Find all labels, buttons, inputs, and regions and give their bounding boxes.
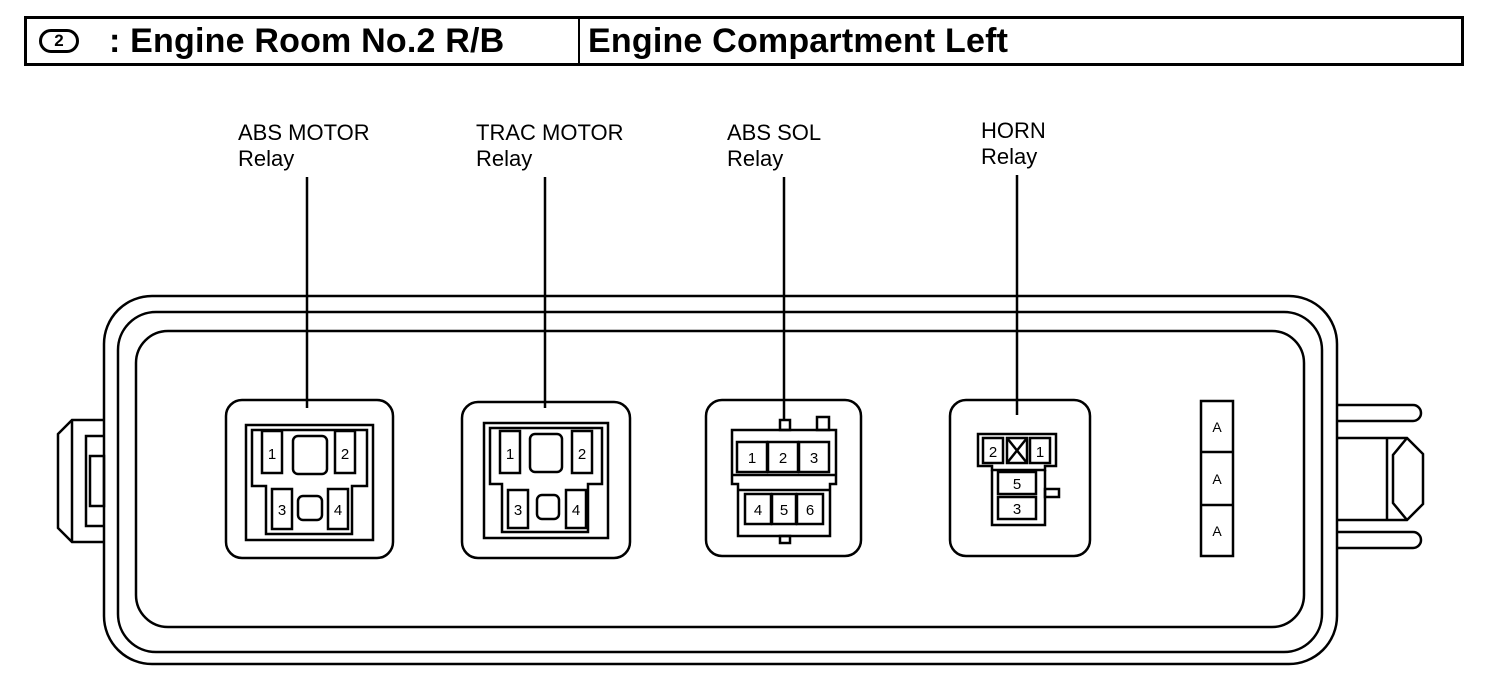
header-location-cell: 2 : Engine Room No.2 R/B xyxy=(27,19,580,63)
pin-number: 2 xyxy=(578,446,586,463)
terminal-pin xyxy=(564,488,588,530)
pin-number: 4 xyxy=(572,502,580,519)
diagram-header: 2 : Engine Room No.2 R/B Engine Compartm… xyxy=(24,16,1464,66)
pin-number: 5 xyxy=(780,502,788,519)
abs-motor-relay-socket: 1 2 3 4 xyxy=(224,398,395,560)
terminal-pin xyxy=(996,470,1038,496)
pin-number: 3 xyxy=(810,450,818,467)
location-description: Engine Compartment Left xyxy=(588,21,1009,60)
pin-number: 1 xyxy=(268,446,276,463)
pin-number: 1 xyxy=(506,446,514,463)
relay-label-line1: TRAC MOTOR xyxy=(476,120,623,145)
location-code-label: : Engine Room No.2 R/B xyxy=(109,21,505,60)
pin-number: 3 xyxy=(278,502,286,519)
terminal-pin xyxy=(795,492,825,526)
pin-number: 6 xyxy=(806,502,814,519)
terminal-pin xyxy=(326,487,350,531)
relay-label-line1: ABS MOTOR xyxy=(238,120,370,145)
relay-label-line1: HORN xyxy=(981,118,1046,143)
pin-number: 3 xyxy=(1013,501,1021,518)
terminal-pin xyxy=(1028,436,1052,465)
pin-number: 2 xyxy=(341,446,349,463)
relay-label-line2: Relay xyxy=(981,144,1037,169)
terminal-pin xyxy=(333,429,357,475)
relay-label-trac-motor: TRAC MOTOR Relay xyxy=(476,120,623,171)
header-description-cell: Engine Compartment Left xyxy=(580,19,1461,63)
relay-label-abs-sol: ABS SOL Relay xyxy=(727,120,821,171)
terminal-pin xyxy=(506,488,530,530)
right-mounting-clip xyxy=(1337,403,1425,550)
fuse-slot-label: A xyxy=(1212,523,1222,539)
terminal-pin xyxy=(498,429,522,475)
pin-number: 2 xyxy=(989,444,997,461)
pin-number: 4 xyxy=(754,502,762,519)
connector-code-badge: 2 xyxy=(39,29,79,53)
relay-label-line2: Relay xyxy=(476,146,532,171)
terminal-pin xyxy=(981,436,1005,465)
relay-label-abs-motor: ABS MOTOR Relay xyxy=(238,120,370,171)
relay-label-line2: Relay xyxy=(727,146,783,171)
fuse-slot-column: A A A xyxy=(1199,399,1235,558)
pin-number: 2 xyxy=(779,450,787,467)
fuse-slot-label: A xyxy=(1212,471,1222,487)
relay-block-housing xyxy=(102,294,1339,666)
abs-sol-relay-socket: 1 2 3 4 5 6 xyxy=(704,398,863,558)
relay-label-line1: ABS SOL xyxy=(727,120,821,145)
fuse-slot-label: A xyxy=(1212,419,1222,435)
horn-relay-socket: 2 1 5 3 xyxy=(948,398,1092,558)
terminal-pin xyxy=(260,429,284,475)
pin-number: 3 xyxy=(514,502,522,519)
terminal-pin xyxy=(570,429,594,475)
pin-number: 1 xyxy=(748,450,756,467)
pin-number: 1 xyxy=(1036,444,1044,461)
trac-motor-relay-socket: 1 2 3 4 xyxy=(460,400,632,560)
relay-label-line2: Relay xyxy=(238,146,294,171)
pin-number: 4 xyxy=(334,502,342,519)
terminal-pin xyxy=(270,487,294,531)
terminal-pin xyxy=(797,440,831,474)
pin-number: 5 xyxy=(1013,476,1021,493)
left-mounting-clip xyxy=(56,418,106,544)
relay-label-horn: HORN Relay xyxy=(981,118,1046,169)
terminal-pin xyxy=(996,495,1038,521)
